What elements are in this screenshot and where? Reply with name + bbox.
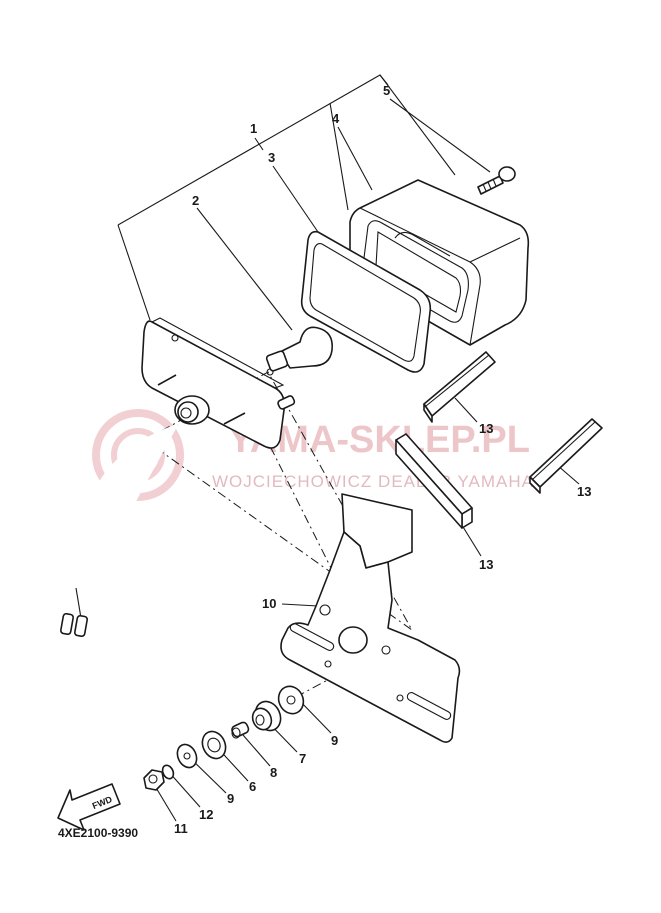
- callout-9-b: 9: [227, 791, 234, 806]
- taillight-base-part-1: [141, 317, 296, 449]
- callout-2: 2: [192, 193, 199, 208]
- gasket-part-3: [300, 230, 432, 373]
- callout-9-a: 9: [331, 733, 338, 748]
- callout-1: 1: [250, 121, 257, 136]
- callouts: 1 2 3 4 5 13 13 13 10 9 7 8 6 9 12 11: [174, 83, 591, 836]
- watermark-subtitle: WOJCIECHOWICZ DEALER YAMAHA: [212, 472, 534, 491]
- nut-part-11: [143, 769, 165, 791]
- watermark: YAMA-SKLEP.PL WOJCIECHOWICZ DEALER YAMAH…: [92, 409, 534, 501]
- bulb-part-2: [265, 326, 334, 372]
- callout-12: 12: [199, 807, 213, 822]
- callout-10: 10: [262, 596, 276, 611]
- callout-13-c: 13: [479, 557, 493, 572]
- part-code: 4XE2100-9390: [58, 826, 138, 840]
- collar-part-8: [231, 721, 250, 739]
- reflector-part-13-a: [423, 351, 496, 423]
- reflector-part-13-c: [395, 433, 473, 529]
- lock-washer-part-12: [161, 764, 175, 780]
- callout-3: 3: [268, 150, 275, 165]
- callout-11: 11: [174, 821, 188, 836]
- bracket-part-10: [280, 493, 461, 743]
- washer-part-9-large: [277, 685, 305, 715]
- callout-7: 7: [299, 751, 306, 766]
- callout-8: 8: [270, 765, 277, 780]
- callout-4: 4: [332, 111, 340, 126]
- wire-harness: [60, 423, 179, 638]
- group-brackets: [117, 74, 456, 321]
- washer-part-9-small: [176, 743, 198, 769]
- grommet-part-7: [251, 700, 282, 732]
- callout-6: 6: [249, 779, 256, 794]
- lens-part-4: [349, 179, 530, 346]
- grommet-part-6: [201, 730, 227, 760]
- reflector-part-13-b: [529, 418, 603, 494]
- callout-13-a: 13: [479, 421, 493, 436]
- callout-13-b: 13: [577, 484, 591, 499]
- screw-part-5: [477, 166, 516, 195]
- fwd-arrow-icon: FWD: [57, 783, 121, 831]
- callout-5: 5: [383, 83, 390, 98]
